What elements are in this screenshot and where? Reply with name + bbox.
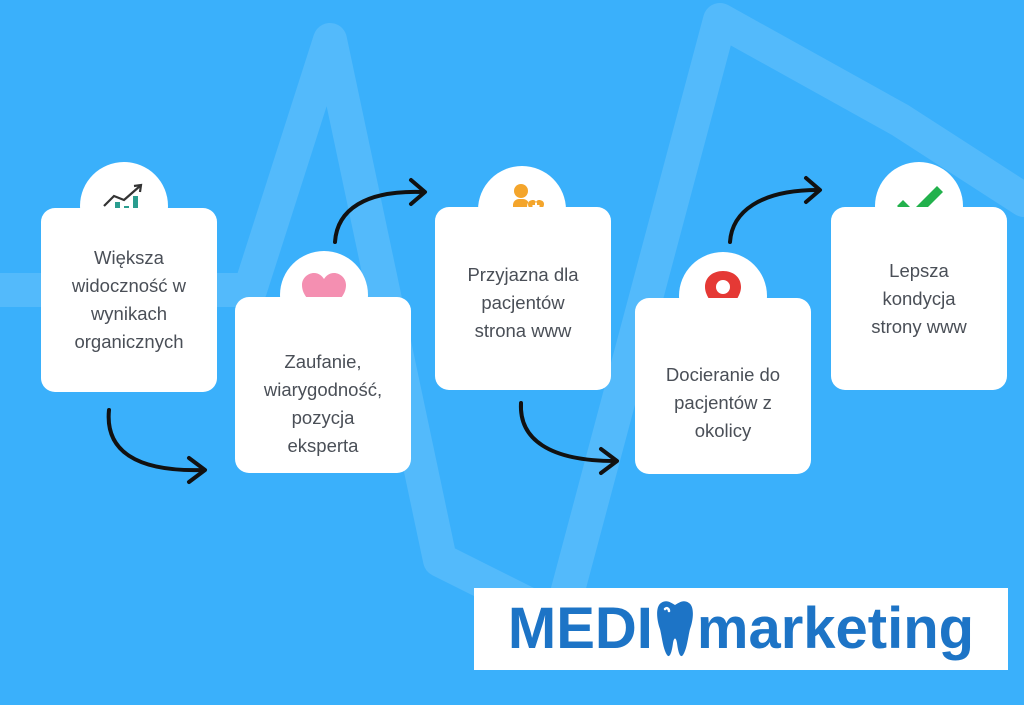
step-2-text: Zaufanie, wiarygodność, pozycja eksperta: [263, 351, 383, 456]
step-4-text: Docieranie do pacjentów z okolicy: [665, 364, 781, 441]
tooth-icon: [655, 599, 695, 659]
arrow-3-to-4: [518, 401, 619, 475]
arrow-2-to-3: [333, 178, 427, 244]
step-4-card: Docieranie do pacjentów z okolicy: [635, 298, 811, 474]
step-1-card: Większa widoczność w wynikach organiczny…: [41, 208, 217, 392]
step-5-card: Lepsza kondycja strony www: [831, 207, 1007, 390]
medimarketing-logo: MEDI marketing: [474, 588, 1008, 670]
arrow-4-to-5: [728, 176, 822, 244]
step-3-text: Przyjazna dla pacjentów strona www: [467, 263, 579, 341]
step-1-text: Większa widoczność w wynikach organiczny…: [71, 247, 187, 352]
step-5-text: Lepsza kondycja strony www: [871, 259, 967, 337]
step-2-card: Zaufanie, wiarygodność, pozycja eksperta: [235, 297, 411, 473]
arrow-1-to-2: [106, 408, 207, 484]
logo-text-marketing: marketing: [696, 596, 975, 661]
step-3-card: Przyjazna dla pacjentów strona www: [435, 207, 611, 390]
logo-text-medi: MEDI: [507, 596, 653, 661]
